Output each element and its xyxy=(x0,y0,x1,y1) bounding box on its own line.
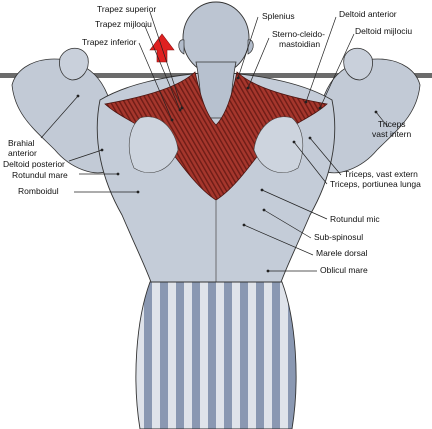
left-hand xyxy=(59,47,89,81)
label-rotundul-mare: Rotundul mare xyxy=(12,170,68,180)
right-hand xyxy=(343,47,373,81)
shorts xyxy=(135,281,297,429)
right-scapula xyxy=(253,116,304,173)
label-deltoid-anterior: Deltoid anterior xyxy=(339,9,397,19)
label-trapez-inferior: Trapez inferior xyxy=(82,37,137,47)
label-triceps-portiunea-lunga: Triceps, portiunea lunga xyxy=(330,179,421,189)
label-deltoid-posterior: Deltoid posterior xyxy=(3,159,65,169)
label-trapez-mijlociu: Trapez mijlociu xyxy=(95,19,152,29)
label-brahial-line1: Brahial xyxy=(8,138,35,148)
label-splenius: Splenius xyxy=(262,11,295,21)
label-oblicul-mare: Oblicul mare xyxy=(320,265,368,275)
label-triceps-vast-extern: Triceps, vast extern xyxy=(344,169,418,179)
leader-dots xyxy=(76,76,378,273)
label-sterno-line1: Sterno-cleido- xyxy=(272,29,325,39)
label-rotundul-mic: Rotundul mic xyxy=(330,214,380,224)
ear-left xyxy=(178,39,185,55)
label-romboidul: Romboidul xyxy=(18,186,59,196)
ear-right xyxy=(247,39,254,55)
label-deltoid-mijlociu: Deltoid mijlociu xyxy=(355,26,413,36)
leader-lines xyxy=(40,11,389,272)
label-marele-dorsal: Marele dorsal xyxy=(316,248,368,258)
label-triceps-vi-line1: Triceps xyxy=(378,119,406,129)
label-sub-spinosul: Sub-spinosul xyxy=(314,232,364,242)
label-sterno-line2: mastoidian xyxy=(279,39,321,49)
label-brahial-line2: anterior xyxy=(8,148,37,158)
label-trapez-superior: Trapez superior xyxy=(97,4,157,14)
left-scapula xyxy=(128,116,179,173)
label-triceps-vi-line2: vast intern xyxy=(372,129,412,139)
